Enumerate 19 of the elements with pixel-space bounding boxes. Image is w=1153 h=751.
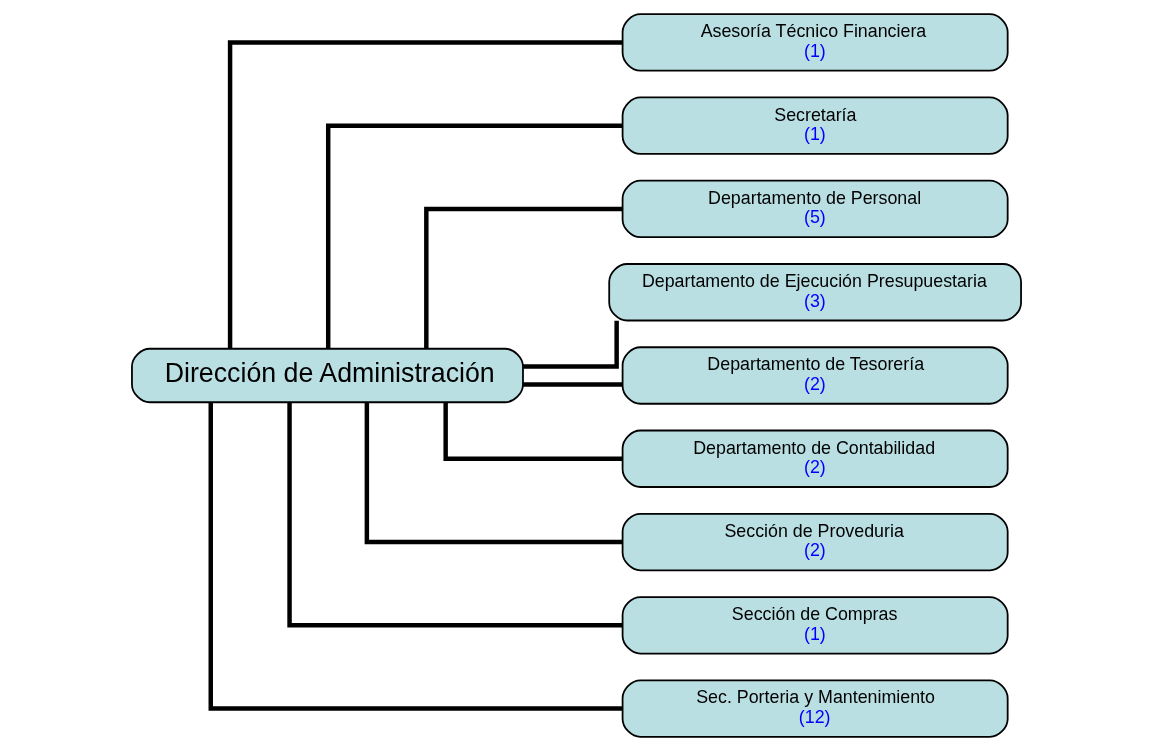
connector: [523, 382, 623, 387]
node-box: Dirección de Administración: [131, 347, 524, 404]
node-box: Secretaría (1): [621, 96, 1009, 155]
connector: [424, 206, 623, 348]
connector: [523, 320, 619, 369]
connector: [208, 402, 623, 711]
node-box: Departamento de Tesorería (2): [621, 346, 1009, 405]
node-box: Departamento de Personal (5): [621, 179, 1009, 239]
node-box: Sección de Proveduria (2): [621, 512, 1009, 572]
connector: [364, 403, 623, 545]
node-box: Asesoría Técnico Financiera (1): [621, 13, 1009, 72]
node-box: Sec. Porteria y Mantenimiento (12): [621, 679, 1009, 738]
node-box: Departamento de Ejecución Presupuestaria (3): [608, 263, 1022, 322]
node-box: Sección de Compras (1): [621, 596, 1009, 655]
connector: [287, 402, 623, 628]
connector: [227, 40, 623, 349]
node-box: Departamento de Contabilidad (2): [621, 429, 1009, 488]
connector: [443, 402, 623, 461]
connector: [325, 123, 622, 349]
